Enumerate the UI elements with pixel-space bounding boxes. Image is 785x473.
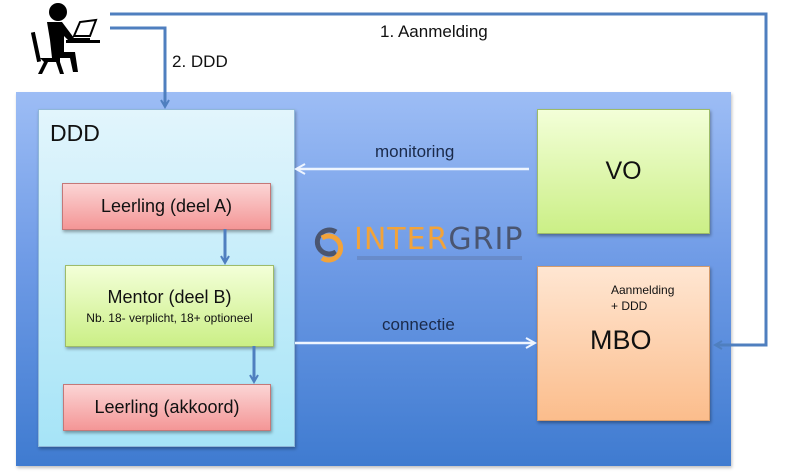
- logo-part2: GRIP: [448, 222, 524, 257]
- step-leerling-deel-a: Leerling (deel A): [62, 183, 271, 230]
- logo-tagline: [357, 256, 522, 260]
- step-leerling-akkoord: Leerling (akkoord): [63, 384, 271, 431]
- flow-label-ddd: 2. DDD: [172, 52, 228, 71]
- arrow-ddd: [110, 26, 165, 106]
- mbo-label: MBO: [590, 325, 652, 355]
- ddd-panel-title: DDD: [50, 120, 100, 146]
- step-label: Leerling (deel A): [100, 196, 233, 216]
- mbo-sublabel-line2: + DDD: [611, 299, 648, 313]
- step-label: Leerling (akkoord): [94, 397, 240, 417]
- step-mentor-deel-b: Mentor (deel B) Nb. 18- verplicht, 18+ o…: [65, 265, 274, 347]
- vo-label: VO: [605, 157, 642, 185]
- step-label: Mentor (deel B): [107, 286, 232, 307]
- person-at-laptop-icon: [30, 3, 100, 74]
- mbo-sublabel: Aanmelding + DDD: [611, 282, 674, 314]
- flow-label-monitoring: monitoring: [375, 142, 455, 161]
- mbo-sublabel-line1: Aanmelding: [611, 283, 675, 297]
- flow-label-aanmelding: 1. Aanmelding: [380, 22, 488, 41]
- intergrip-logo-icon: [314, 227, 344, 263]
- logo-part1: INTER: [354, 222, 449, 257]
- flow-label-connectie: connectie: [382, 315, 455, 334]
- vo-box: VO: [537, 109, 710, 234]
- mbo-box: [537, 266, 710, 421]
- arrow-aanmelding: [110, 12, 768, 345]
- step-note: Nb. 18- verplicht, 18+ optioneel: [86, 310, 253, 325]
- intergrip-logo: INTERGRIP: [354, 222, 523, 257]
